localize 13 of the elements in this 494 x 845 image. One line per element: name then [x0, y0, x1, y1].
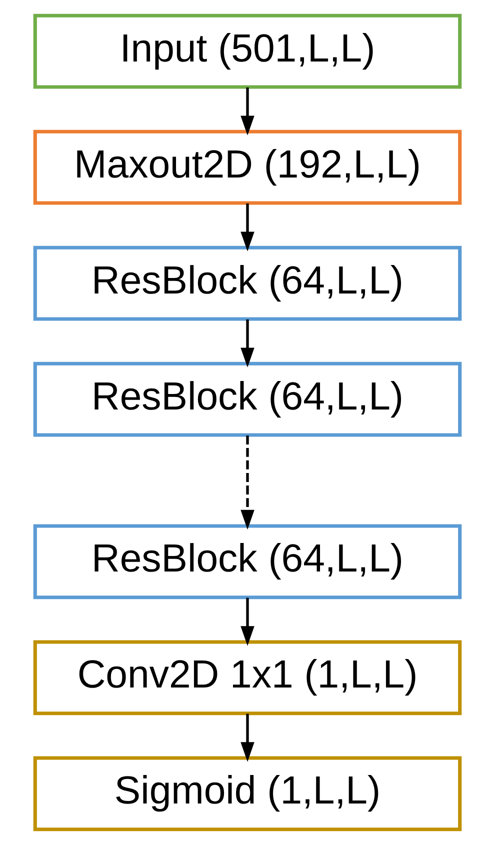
- arrow: [240, 714, 254, 762]
- node-box: Conv2D 1x1 (1,L,L): [32, 640, 462, 716]
- node-box: ResBlock (64,L,L): [32, 246, 462, 321]
- node-box: Maxout2D (192,L,L): [32, 130, 462, 205]
- arrow: [240, 598, 254, 646]
- arrow: [240, 87, 254, 136]
- arrow: [240, 436, 254, 530]
- node-box: Sigmoid (1,L,L): [32, 756, 462, 832]
- node-box: Input (501,L,L): [32, 14, 462, 89]
- node-box: ResBlock (64,L,L): [32, 362, 462, 437]
- arrow: [240, 319, 254, 368]
- node-box: ResBlock (64,L,L): [32, 524, 462, 600]
- arrow: [240, 203, 254, 252]
